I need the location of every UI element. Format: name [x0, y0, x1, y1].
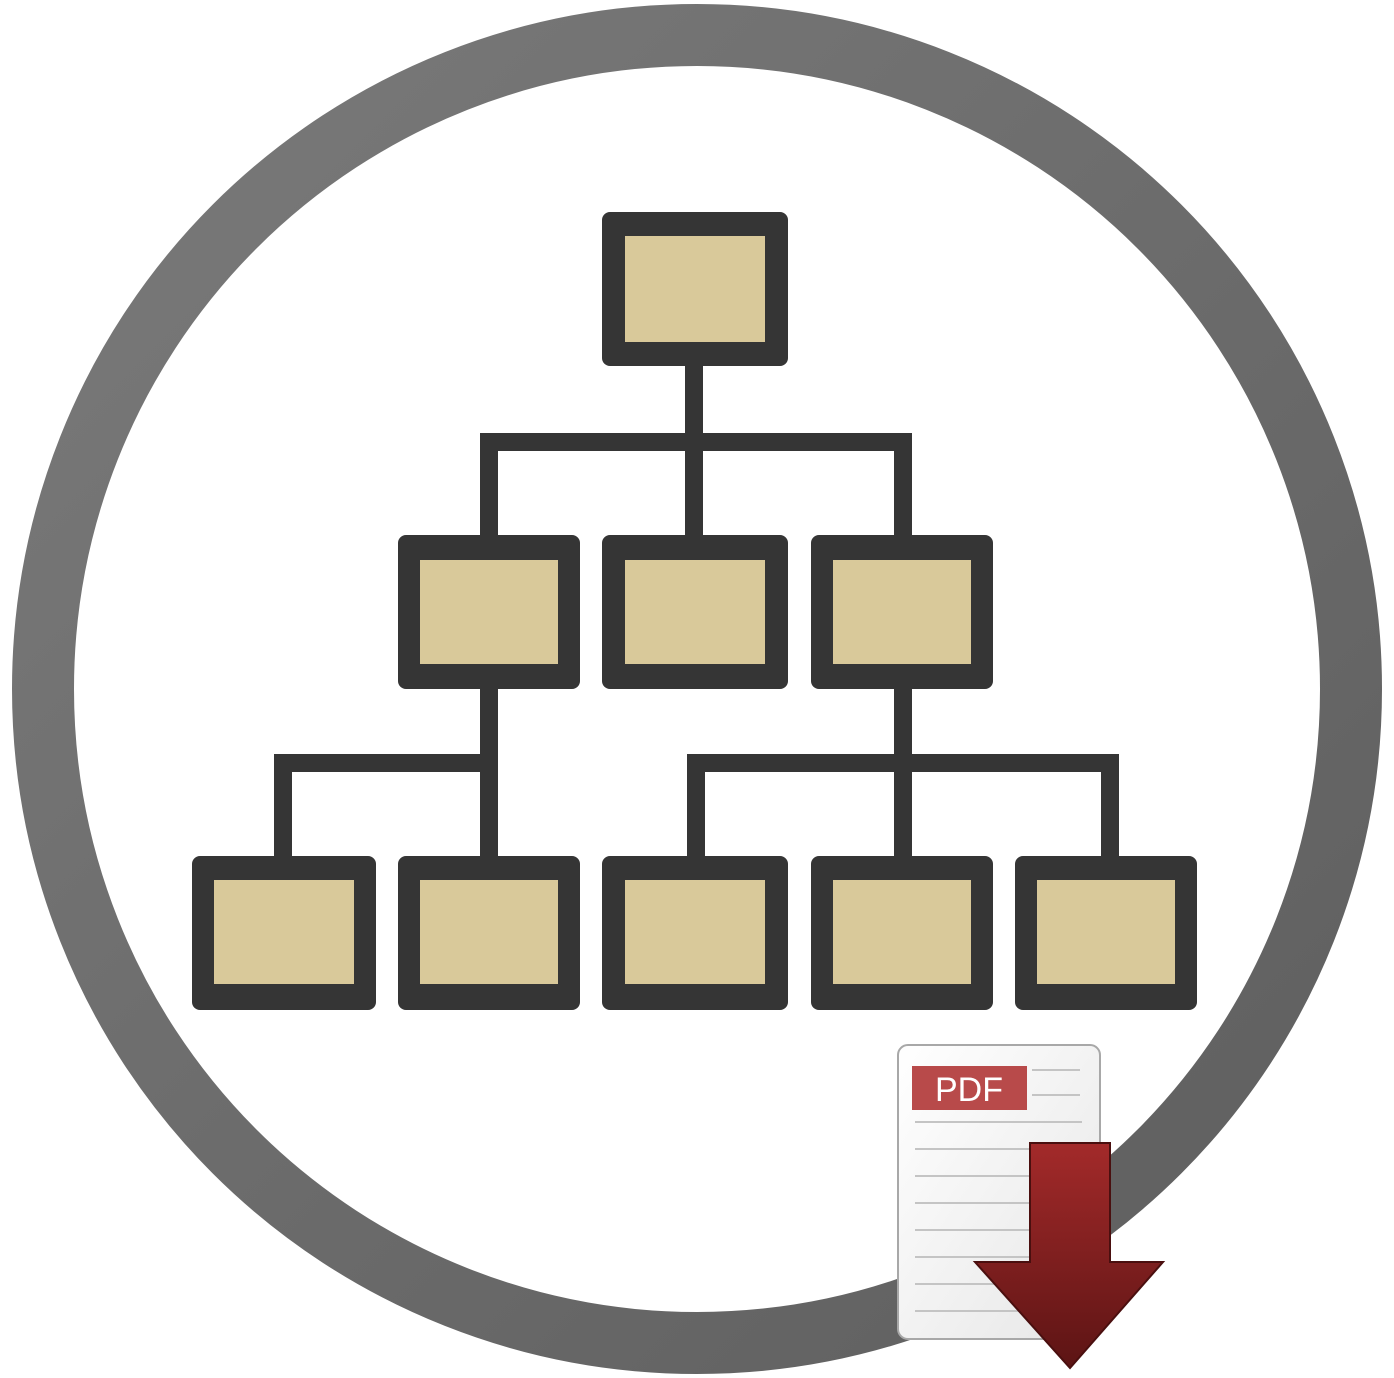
- org-node-level3-4: [811, 856, 993, 1010]
- org-node-level3-1: [192, 856, 376, 1010]
- pdf-label: PDF: [935, 1071, 1003, 1109]
- org-node-level3-5: [1015, 856, 1197, 1010]
- org-chart-connectors: [274, 351, 1119, 869]
- org-node-level3-3: [602, 856, 788, 1010]
- org-node-root: [602, 212, 788, 366]
- org-node-level3-2: [398, 856, 580, 1010]
- org-node-level2-2: [602, 535, 788, 689]
- org-node-level2-1: [398, 535, 580, 689]
- download-arrow-icon: [972, 1142, 1166, 1370]
- pdf-label-badge: [912, 1066, 1027, 1110]
- org-node-level2-3: [811, 535, 993, 689]
